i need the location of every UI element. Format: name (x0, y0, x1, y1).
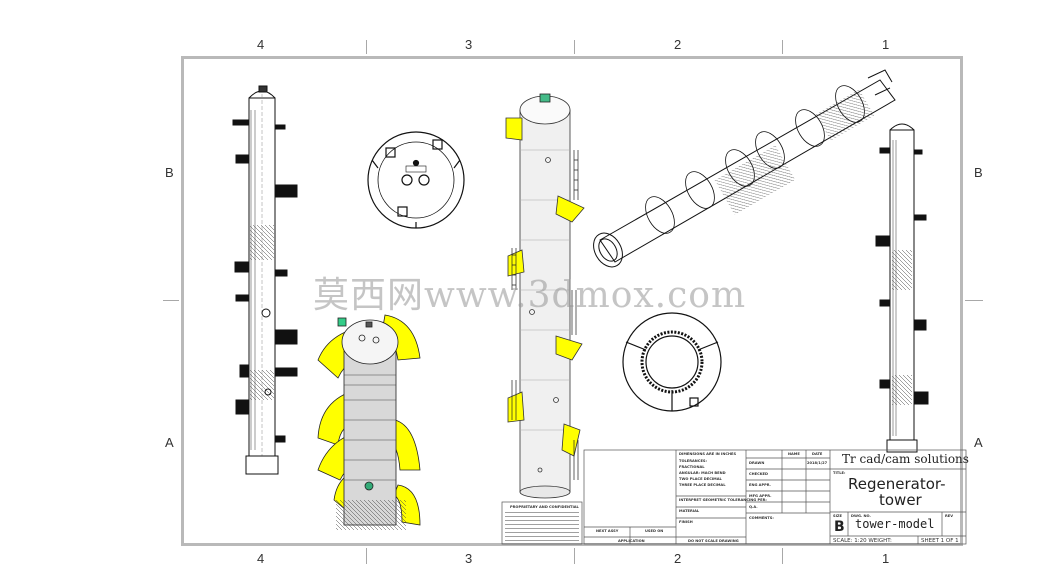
date-label: DATE (812, 452, 823, 456)
drawn-date: 2018/1/27 (807, 461, 828, 465)
do-not-scale-note: DO NOT SCALE DRAWING (688, 539, 739, 543)
sheet-number: SHEET 1 OF 1 (921, 538, 959, 544)
column-label-bottom-4: 4 (257, 551, 265, 566)
tower-plan-view-top (367, 131, 465, 229)
used-on-label: USED ON (645, 529, 664, 533)
fractional-note: FRACTIONAL (679, 465, 705, 469)
tolerances-note: TOLERANCES: (679, 459, 707, 463)
tick-bottom-2 (574, 548, 575, 564)
material-label: MATERIAL (679, 509, 700, 513)
sheet-size: B (834, 519, 845, 535)
row-label-left-a: A (165, 435, 174, 450)
dwg-no-label: DWG. NO. (851, 514, 871, 518)
dims-note: DIMENSIONS ARE IN INCHES (679, 452, 737, 456)
company-name: Tr cad/cam solutions (842, 452, 969, 466)
tower-isometric-platforms (317, 314, 421, 530)
rev-label: REV (945, 514, 954, 518)
tick-right-mid (965, 300, 983, 301)
tick-bottom-1 (366, 548, 367, 564)
column-label-top-2: 2 (674, 37, 682, 52)
watermark-text: 莫西网www.3dmox.com (313, 275, 747, 316)
drawn-label: DRAWN (749, 461, 765, 465)
proprietary-fine-print (505, 512, 579, 542)
tick-top-1 (366, 40, 367, 54)
column-label-top-3: 3 (465, 37, 473, 52)
finish-label: FINISH (679, 520, 693, 524)
tower-elevation-right (875, 123, 929, 453)
tower-plan-view-bottom (622, 312, 722, 412)
checked-label: CHECKED (749, 472, 768, 476)
row-label-left-b: B (165, 165, 174, 180)
row-label-right-b: B (974, 165, 983, 180)
angular-note: ANGULAR: MACH BEND (679, 471, 726, 475)
drawing-number: tower-model (855, 517, 935, 531)
eng-appr-label: ENG APPR. (749, 483, 771, 487)
three-place-note: THREE PLACE DECIMAL (679, 483, 726, 487)
application-label: APPLICATION (618, 539, 645, 543)
tower-elevation-left (232, 85, 298, 475)
column-label-bottom-3: 3 (465, 551, 473, 566)
tick-left-mid (163, 300, 179, 301)
tower-isometric-horizontal (593, 69, 896, 268)
size-label: SIZE (833, 514, 842, 518)
row-label-right-a: A (974, 435, 983, 450)
tick-top-2 (574, 40, 575, 54)
scale-weight: SCALE: 1:20 WEIGHT: (833, 538, 892, 544)
column-label-bottom-1: 1 (882, 551, 890, 566)
next-assy-label: NEXT ASSY (596, 529, 619, 533)
title-block-grid (501, 449, 967, 545)
qa-label: Q.A. (749, 505, 758, 509)
title-label: TITLE: (833, 471, 846, 475)
tick-bottom-3 (782, 548, 783, 564)
drawing-title-line1: Regenerator- (848, 475, 946, 493)
comments-label: COMMENTS: (749, 516, 774, 520)
interpret-note: INTERPRET GEOMETRIC TOLERANCING PER: (679, 498, 767, 502)
drawing-sheet-border (181, 56, 963, 546)
name-label: NAME (788, 452, 800, 456)
two-place-note: TWO PLACE DECIMAL (679, 477, 722, 481)
mfg-appr-label: MFG APPR. (749, 494, 772, 498)
tower-isometric-main (505, 93, 585, 499)
proprietary-title: PROPRIETARY AND CONFIDENTIAL (510, 505, 579, 509)
tick-top-3 (782, 40, 783, 54)
column-label-bottom-2: 2 (674, 551, 682, 566)
column-label-top-4: 4 (257, 37, 265, 52)
drawing-title-line2: tower (879, 491, 922, 509)
column-label-top-1: 1 (882, 37, 890, 52)
